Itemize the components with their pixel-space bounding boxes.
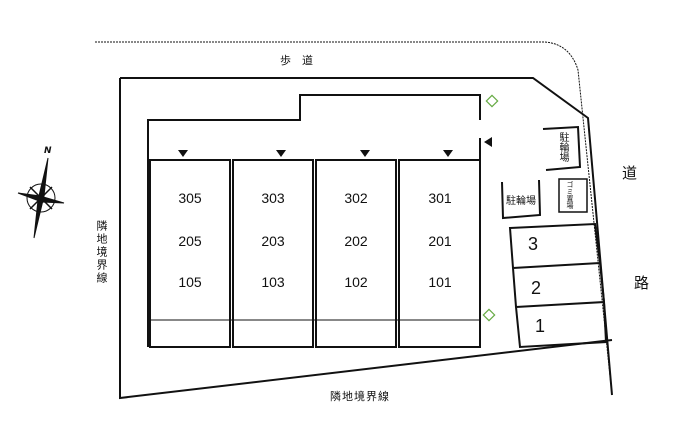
bike-parking-1-label: 駐輪場: [557, 132, 568, 162]
unit-block-3: [315, 159, 397, 348]
road-label-2: 路: [634, 274, 650, 292]
bike-parking-2-label: 駐輪場: [506, 196, 536, 207]
unit-201: 201: [428, 233, 452, 249]
marker: [485, 94, 499, 108]
garbage-box: [558, 178, 588, 213]
bike-parking-2-box: [501, 179, 542, 220]
garbage-label: ゴミ置場: [566, 181, 574, 209]
parking-2: 2: [531, 278, 542, 298]
unit-305: 305: [178, 190, 202, 206]
unit-303: 303: [261, 190, 285, 206]
marker: [482, 308, 496, 322]
unit-202: 202: [344, 233, 368, 249]
sidewalk-edge: [95, 41, 613, 396]
sidewalk-label: 歩 道: [280, 54, 313, 67]
unit-block-2: [232, 159, 314, 348]
north-label: N: [44, 146, 52, 156]
compass-icon: [17, 157, 65, 239]
unit-205: 205: [178, 233, 202, 249]
parking-boxes: [508, 222, 608, 349]
unit-101: 101: [428, 274, 452, 290]
unit-block-1: [149, 159, 231, 348]
boundary-left-label: 隣地境界線: [95, 220, 108, 285]
unit-105: 105: [178, 274, 202, 290]
boundary-bottom-label: 隣地境界線: [330, 390, 390, 403]
unit-301: 301: [428, 190, 452, 206]
unit-302: 302: [344, 190, 368, 206]
road-label-1: 道: [622, 164, 638, 182]
unit-103: 103: [261, 274, 285, 290]
parking-1: 1: [535, 316, 546, 336]
parking-3: 3: [528, 234, 539, 254]
unit-block-4: [398, 159, 481, 348]
unit-203: 203: [261, 233, 285, 249]
bike-parking-1-box: [542, 125, 582, 171]
unit-102: 102: [344, 274, 368, 290]
